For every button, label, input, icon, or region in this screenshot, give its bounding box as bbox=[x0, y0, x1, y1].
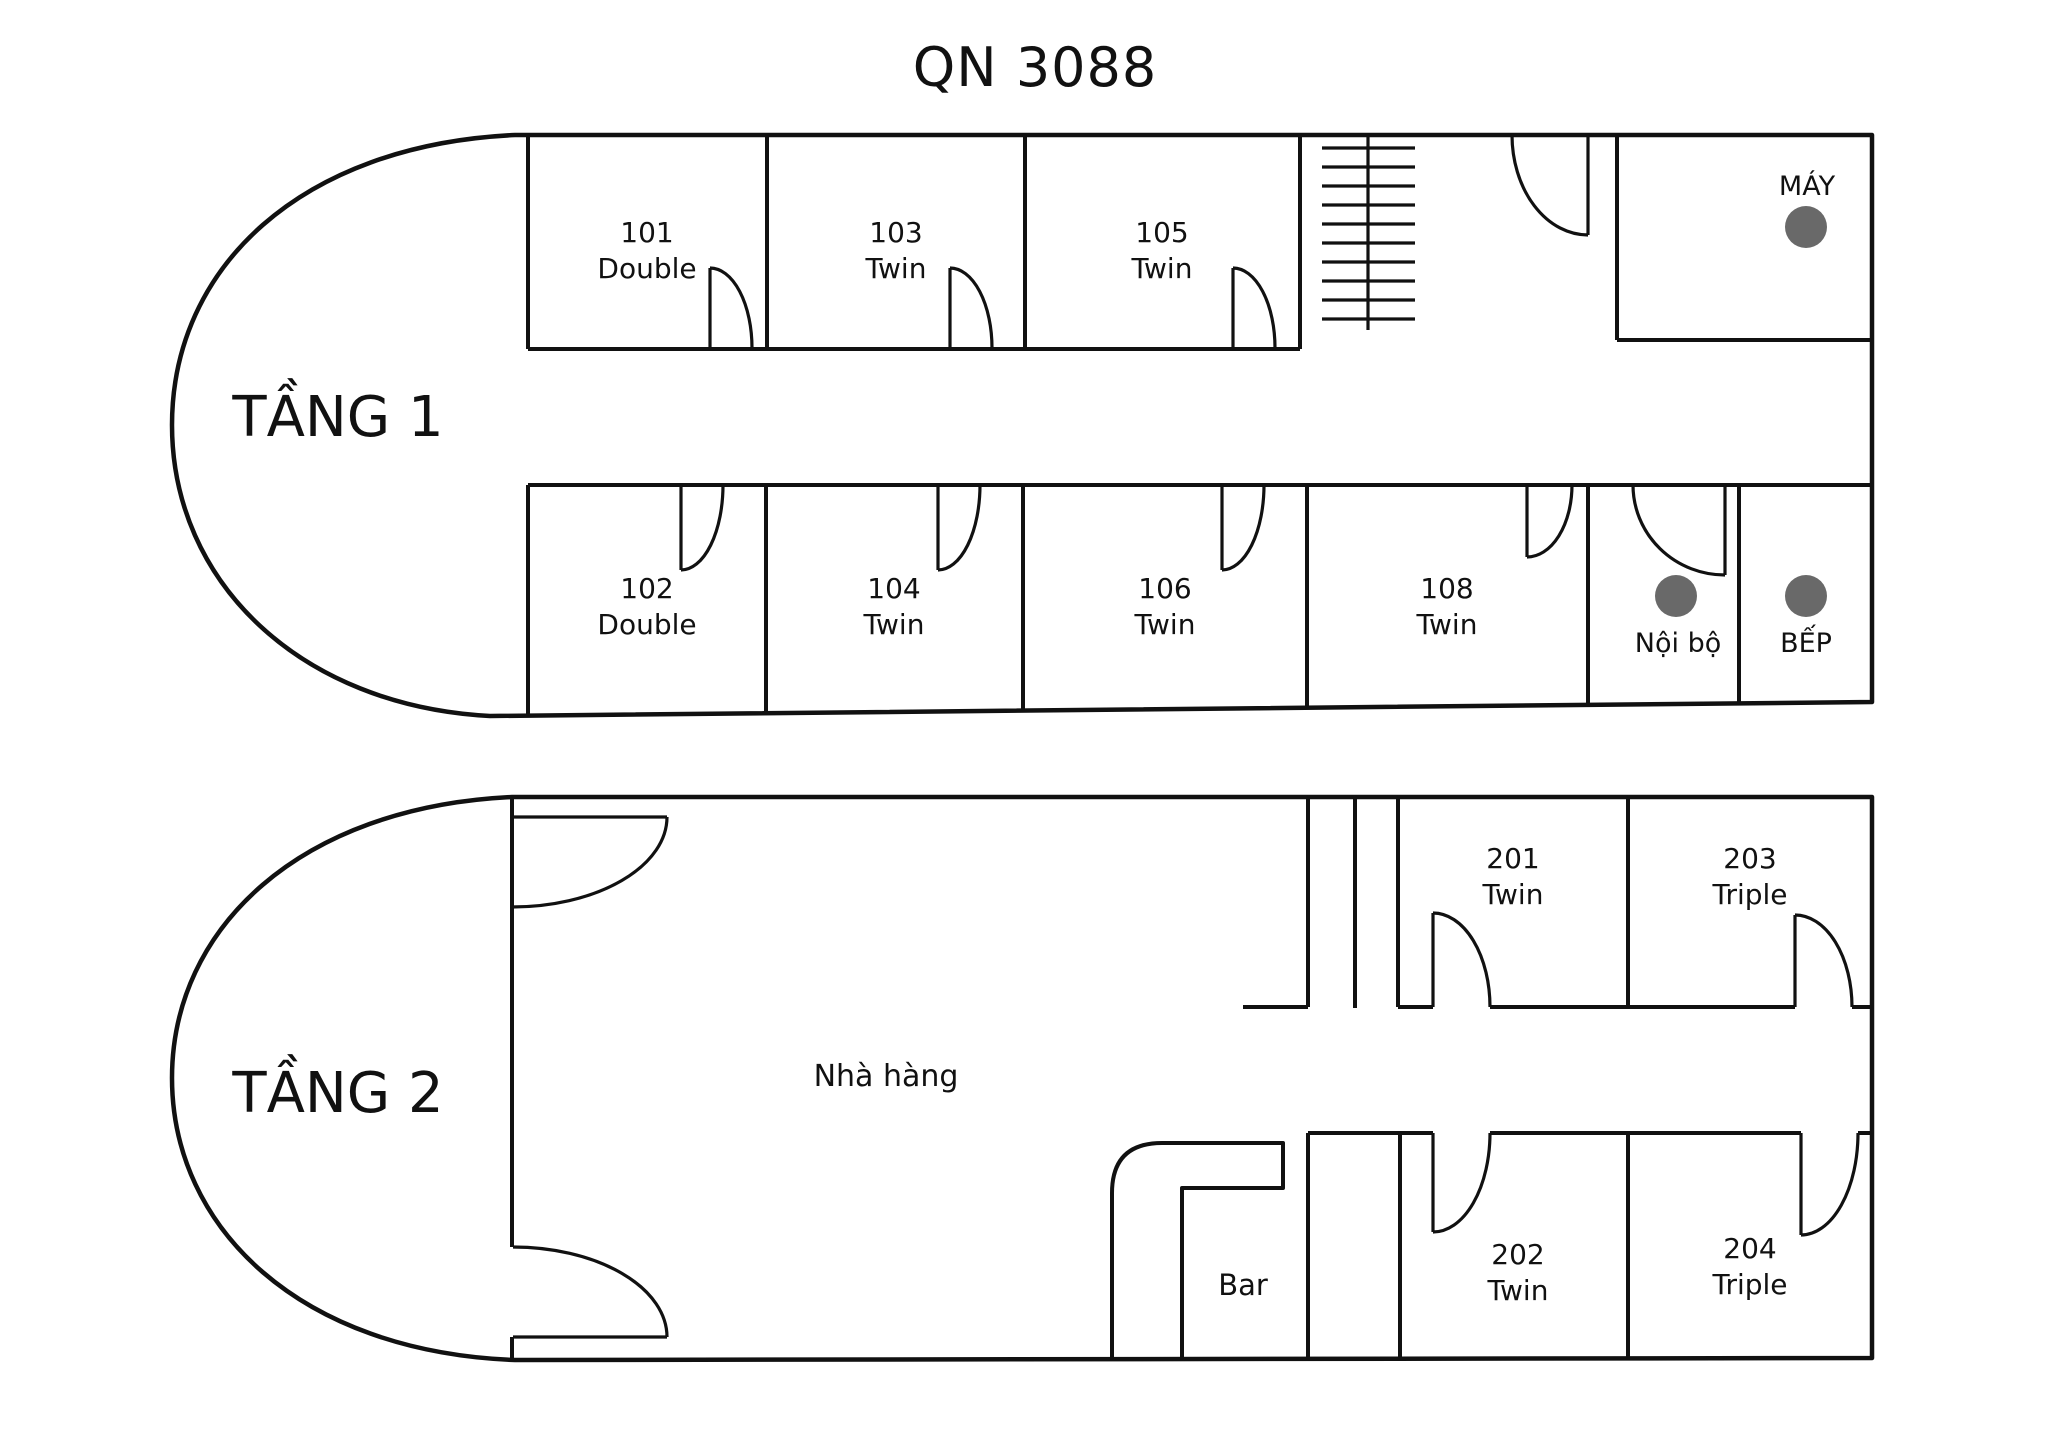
floor2-lower-cabin-walls bbox=[1306, 1131, 1872, 1358]
floor2-upper-stairwell-walls bbox=[1243, 797, 1400, 1009]
stairs-floor1 bbox=[1322, 137, 1415, 330]
room-103: 103 Twin bbox=[865, 216, 927, 285]
room-101-type: Double bbox=[597, 252, 696, 285]
engine-room-walls bbox=[1615, 135, 1872, 342]
bar-counter bbox=[1110, 1141, 1285, 1358]
staff-room-label: Nội bộ bbox=[1635, 628, 1721, 659]
room-201-type: Twin bbox=[1482, 878, 1544, 911]
room-102-type: Double bbox=[597, 608, 696, 641]
door-room-101 bbox=[708, 266, 754, 349]
engine-room-label: MÁY bbox=[1779, 170, 1836, 202]
floor2-hull-outline bbox=[169, 794, 1875, 1363]
room-103-type: Twin bbox=[865, 252, 927, 285]
room-102: 102 Double bbox=[597, 572, 696, 641]
room-105-number: 105 bbox=[1135, 216, 1188, 249]
staff-marker-circle bbox=[1655, 575, 1697, 617]
room-104: 104 Twin bbox=[863, 572, 925, 641]
restaurant-door-bottom bbox=[512, 1245, 669, 1339]
room-102-number: 102 bbox=[620, 572, 673, 605]
plan-title: QN 3088 bbox=[913, 36, 1158, 99]
restaurant-door-top bbox=[511, 815, 669, 909]
floor1-upper-cabin-walls bbox=[526, 135, 1302, 351]
floor1-hull-outline bbox=[169, 132, 1875, 719]
door-room-203 bbox=[1793, 913, 1854, 1008]
door-room-102 bbox=[679, 484, 725, 572]
room-101: 101 Double bbox=[597, 216, 696, 285]
restaurant-label: Nhà hàng bbox=[814, 1059, 959, 1094]
room-201: 201 Twin bbox=[1482, 842, 1544, 911]
floor1: TẦNG 1 101 Double 103 Twin 105 Twin 102 … bbox=[169, 132, 1875, 719]
floor2: TẦNG 2 Nhà hàng Bar 201 Twin 203 Triple … bbox=[169, 794, 1875, 1363]
door-room-202 bbox=[1431, 1132, 1492, 1234]
door-corridor-floor1 bbox=[1510, 134, 1590, 237]
floor2-label: TẦNG 2 bbox=[231, 1055, 443, 1126]
door-room-201 bbox=[1431, 911, 1492, 1008]
floor1-label: TẦNG 1 bbox=[231, 379, 443, 450]
room-106-type: Twin bbox=[1134, 608, 1196, 641]
room-108-number: 108 bbox=[1420, 572, 1473, 605]
room-106: 106 Twin bbox=[1134, 572, 1196, 641]
room-108-type: Twin bbox=[1416, 608, 1478, 641]
room-101-number: 101 bbox=[620, 216, 673, 249]
door-room-204 bbox=[1799, 1132, 1860, 1237]
room-106-number: 106 bbox=[1138, 572, 1191, 605]
engine-marker-circle bbox=[1785, 206, 1827, 248]
room-201-number: 201 bbox=[1486, 842, 1539, 875]
door-room-105 bbox=[1231, 266, 1277, 349]
room-204-number: 204 bbox=[1723, 1232, 1776, 1265]
room-204: 204 Triple bbox=[1711, 1232, 1787, 1301]
room-104-number: 104 bbox=[867, 572, 920, 605]
room-108: 108 Twin bbox=[1416, 572, 1478, 641]
room-203-number: 203 bbox=[1723, 842, 1776, 875]
door-room-108 bbox=[1525, 484, 1574, 559]
room-203-type: Triple bbox=[1711, 878, 1787, 911]
room-105-type: Twin bbox=[1131, 252, 1193, 285]
kitchen-label: BẾP bbox=[1780, 624, 1832, 659]
door-room-106 bbox=[1220, 484, 1266, 572]
room-203: 203 Triple bbox=[1711, 842, 1787, 911]
door-staff-room bbox=[1631, 484, 1727, 577]
door-room-103 bbox=[948, 266, 994, 349]
floor1-lower-cabin-walls bbox=[526, 483, 1872, 715]
room-204-type: Triple bbox=[1711, 1268, 1787, 1301]
room-202-type: Twin bbox=[1487, 1274, 1549, 1307]
bar-label: Bar bbox=[1218, 1268, 1268, 1302]
room-105: 105 Twin bbox=[1131, 216, 1193, 285]
floor2-upper-cabin-walls bbox=[1398, 797, 1872, 1009]
room-103-number: 103 bbox=[869, 216, 922, 249]
room-202-number: 202 bbox=[1491, 1238, 1544, 1271]
room-202: 202 Twin bbox=[1487, 1238, 1549, 1307]
door-room-104 bbox=[936, 484, 982, 572]
room-104-type: Twin bbox=[863, 608, 925, 641]
kitchen-marker-circle bbox=[1785, 575, 1827, 617]
